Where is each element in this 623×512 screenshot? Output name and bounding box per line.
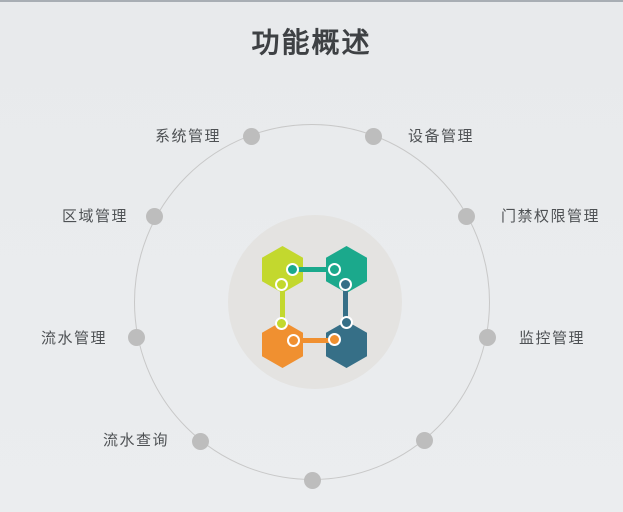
connector-node-icon [328, 333, 341, 346]
feature-label-device-management: 设备管理 [408, 128, 475, 145]
feature-label-access-permission-management: 门禁权限管理 [501, 208, 601, 225]
orbit-dot [416, 432, 433, 449]
connector-bottom-icon [293, 338, 335, 343]
connector-node-icon [340, 316, 353, 329]
connector-node-icon [275, 278, 288, 291]
orbit-dot [365, 128, 382, 145]
orbit-dot [304, 472, 321, 489]
orbit-dot [243, 128, 260, 145]
connector-top-icon [292, 267, 335, 272]
center-badge-circle [228, 215, 402, 389]
connector-node-icon [287, 334, 300, 347]
feature-label-flow-management: 流水管理 [41, 330, 108, 347]
orbit-dot [479, 329, 496, 346]
feature-label-system-management: 系统管理 [155, 128, 222, 145]
page-title: 功能概述 [251, 27, 372, 58]
orbit-dot [192, 433, 209, 450]
orbit-dot [128, 329, 145, 346]
connector-node-icon [339, 278, 352, 291]
connector-right-icon [343, 285, 348, 323]
connector-left-icon [280, 285, 285, 324]
connector-node-icon [286, 263, 299, 276]
connector-node-icon [328, 263, 341, 276]
feature-label-monitor-management: 监控管理 [519, 330, 586, 347]
feature-label-flow-query: 流水查询 [103, 432, 170, 449]
orbit-dot [458, 208, 475, 225]
orbit-dot [146, 208, 163, 225]
connector-node-icon [275, 317, 288, 330]
feature-label-area-management: 区域管理 [62, 208, 129, 225]
